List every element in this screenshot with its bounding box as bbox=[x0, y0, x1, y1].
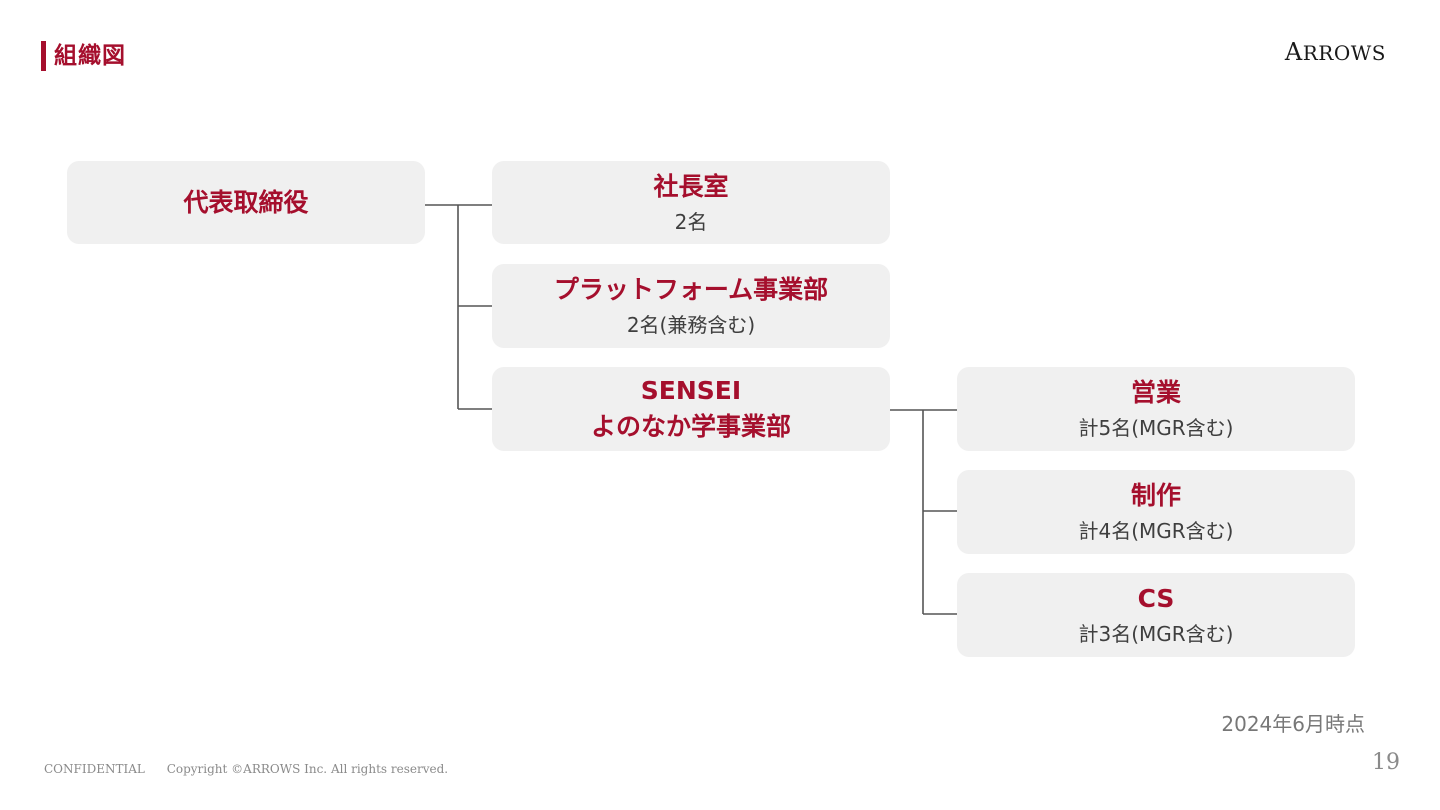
arrows-logo: ARROWS bbox=[1285, 38, 1386, 66]
org-box-sensei: SENSEI よのなか学事業部 bbox=[492, 367, 890, 451]
footer-confidential: CONFIDENTIAL bbox=[44, 762, 145, 776]
org-box-production: 制作 計4名(MGR含む) bbox=[957, 470, 1355, 554]
org-name-president-office: 社長室 bbox=[653, 171, 729, 201]
org-count-production: 計4名(MGR含む) bbox=[1078, 519, 1234, 543]
org-count-sales: 計5名(MGR含む) bbox=[1078, 416, 1234, 440]
org-box-sales: 営業 計5名(MGR含む) bbox=[957, 367, 1355, 451]
org-box-president-office: 社長室 2名 bbox=[492, 161, 890, 244]
org-count-platform: 2名(兼務含む) bbox=[626, 313, 756, 337]
org-name-cs: CS bbox=[1137, 584, 1175, 613]
org-count-president-office: 2名 bbox=[674, 209, 708, 234]
org-count-cs: 計3名(MGR含む) bbox=[1078, 622, 1234, 646]
org-name-production: 制作 bbox=[1130, 481, 1181, 510]
org-name-sensei-line2: よのなか学事業部 bbox=[590, 412, 791, 441]
org-name-sensei-line1: SENSEI bbox=[640, 376, 742, 405]
org-name-platform: プラットフォーム事業部 bbox=[553, 275, 829, 304]
footer-copyright: Copyright ©ARROWS Inc. All rights reserv… bbox=[166, 762, 449, 776]
org-name-sales: 営業 bbox=[1130, 378, 1181, 407]
footer: CONFIDENTIAL Copyright ©ARROWS Inc. All … bbox=[44, 759, 448, 779]
as-of-date: 2024年6月時点 bbox=[1221, 712, 1365, 736]
org-box-cs: CS 計3名(MGR含む) bbox=[957, 573, 1355, 657]
page-number: 19 bbox=[1372, 750, 1400, 775]
title-accent-bar bbox=[41, 41, 46, 71]
logo-rest: RROWS bbox=[1302, 41, 1386, 65]
org-box-platform: プラットフォーム事業部 2名(兼務含む) bbox=[492, 264, 890, 348]
page-title: 組織図 bbox=[54, 43, 126, 69]
logo-initial: A bbox=[1284, 38, 1303, 66]
org-name-root: 代表取締役 bbox=[183, 187, 309, 217]
org-box-root: 代表取締役 bbox=[67, 161, 425, 244]
